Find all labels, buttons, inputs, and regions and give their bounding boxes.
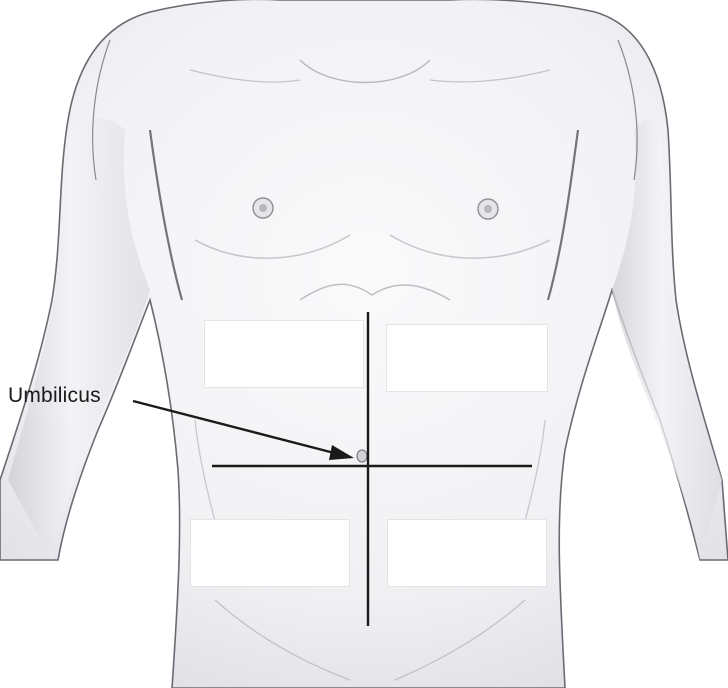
upper-right-quadrant-box[interactable] bbox=[204, 320, 364, 388]
umbilicus-label: Umbilicus bbox=[8, 384, 101, 408]
lower-right-quadrant-box[interactable] bbox=[190, 519, 350, 587]
left-nipple bbox=[478, 199, 498, 219]
upper-left-quadrant-box[interactable] bbox=[386, 324, 548, 392]
umbilicus-mark bbox=[357, 450, 367, 462]
lower-left-quadrant-box[interactable] bbox=[387, 519, 547, 587]
right-nipple bbox=[253, 198, 273, 218]
